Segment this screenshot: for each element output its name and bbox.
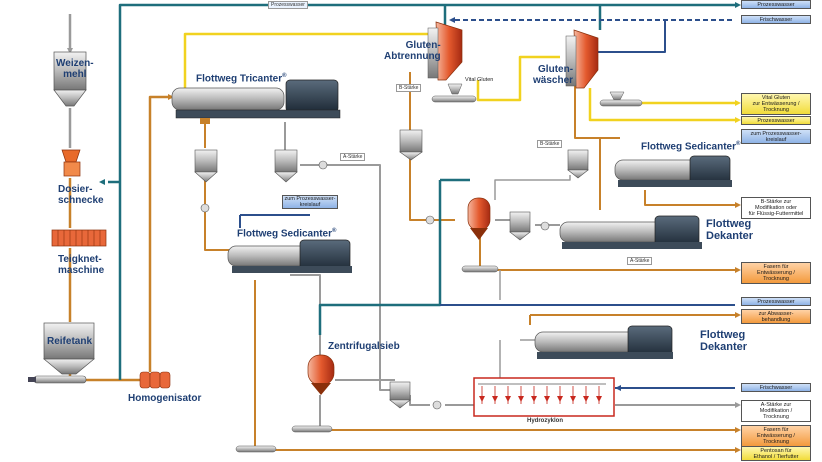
label-dekanter-mid: Flottweg Dekanter bbox=[706, 218, 754, 242]
label-dekanter-low: Flottweg Dekanter bbox=[700, 329, 748, 353]
vessel-right-top bbox=[567, 149, 589, 179]
glutenwaescher-screw bbox=[599, 91, 643, 107]
output-box-7: Fasern für Entwässerung / Trocknung bbox=[741, 262, 811, 284]
output-box-11: A-Stärke zur Modifikation / Trocknung bbox=[741, 400, 811, 422]
output-box-6: B-Stärke zur Modifikation oder für Flüss… bbox=[741, 197, 811, 219]
vessel-lower-center bbox=[389, 381, 411, 409]
tag-b-staerke-1: B-Stärke bbox=[396, 84, 422, 92]
zentrifugalsieb-shape bbox=[307, 354, 335, 395]
label-weizenmehl: Weizen- mehl bbox=[56, 58, 94, 80]
output-box-12: Fasern für Entwässerung / Trocknung bbox=[741, 425, 811, 447]
label-gluten-abtrennung: Gluten- Abtrennung bbox=[384, 40, 441, 62]
dosierschnecke-shape bbox=[61, 149, 81, 177]
tag-a-staerke-1: A-Stärke bbox=[340, 153, 366, 161]
vessel-left-2 bbox=[274, 149, 298, 183]
vital-gluten-screw bbox=[431, 83, 477, 103]
tag-b-staerke-2: B-Stärke bbox=[537, 140, 563, 148]
dekanter-mid-shape bbox=[559, 215, 702, 249]
label-dosierschnecke: Dosier- schnecke bbox=[58, 184, 104, 206]
reifetank-pump bbox=[28, 375, 87, 384]
tricanter-shape bbox=[171, 79, 341, 124]
silo-weizenmehl bbox=[53, 51, 87, 107]
output-box-4: Prozesswasser bbox=[741, 116, 811, 125]
output-box-10: Frischwasser bbox=[741, 383, 811, 392]
vessel-mid-right bbox=[509, 211, 531, 241]
sedicanter-right-shape bbox=[614, 155, 732, 187]
reifetank-shape bbox=[43, 322, 95, 375]
output-box-3: Vital Gluten zur Entwässerung / Trocknun… bbox=[741, 93, 811, 115]
label-tricanter: Flottweg Tricanter® bbox=[196, 73, 287, 85]
output-box-2: Frischwasser bbox=[741, 15, 811, 24]
label-glutenwaescher: Gluten- wäscher bbox=[533, 64, 574, 86]
output-box-8: Prozesswasser bbox=[741, 297, 811, 306]
label-sedicanter-left: Flottweg Sedicanter® bbox=[237, 228, 337, 240]
tag-prozesswasser-top: Prozesswasser bbox=[268, 1, 308, 9]
vessel-left-1 bbox=[194, 149, 218, 183]
dekanter-low-shape bbox=[534, 325, 673, 359]
box-zum-prozesswasser-left: zum Prozesswasser- kreislauf bbox=[282, 195, 338, 209]
gluten-abtrennung-shape bbox=[427, 21, 463, 81]
label-homogenisator: Homogenisator bbox=[128, 393, 202, 404]
vessel-center bbox=[399, 129, 423, 161]
output-box-9: zur Abwasser- behandlung bbox=[741, 309, 811, 324]
label-zentrifugalsieb: Zentrifugalsieb bbox=[328, 341, 400, 352]
hydrozyklon-shape bbox=[473, 377, 615, 417]
output-box-5: zum Prozesswasser- kreislauf bbox=[741, 129, 811, 144]
label-reifetank: Reifetank bbox=[47, 336, 93, 347]
homogenisator-shape bbox=[139, 371, 171, 389]
label-sedicanter-right: Flottweg Sedicanter® bbox=[641, 141, 741, 153]
output-box-1: Prozesswasser bbox=[741, 0, 811, 9]
sedicanter-left-shape bbox=[227, 239, 352, 273]
output-box-13: Pentosan für Ethanol / Tierfutter bbox=[741, 446, 811, 461]
tag-vital-gluten: Vital Gluten bbox=[465, 77, 494, 83]
red-centrifuge-mid bbox=[467, 197, 491, 240]
label-hydrozyklon: Hydrozyklon bbox=[527, 418, 564, 424]
teigknet-shape bbox=[51, 229, 107, 247]
tag-a-staerke-2: A-Stärke bbox=[627, 257, 653, 265]
label-teigknetmaschine: Teigknet- maschine bbox=[58, 254, 105, 276]
glutenwaescher-shape bbox=[565, 29, 599, 89]
